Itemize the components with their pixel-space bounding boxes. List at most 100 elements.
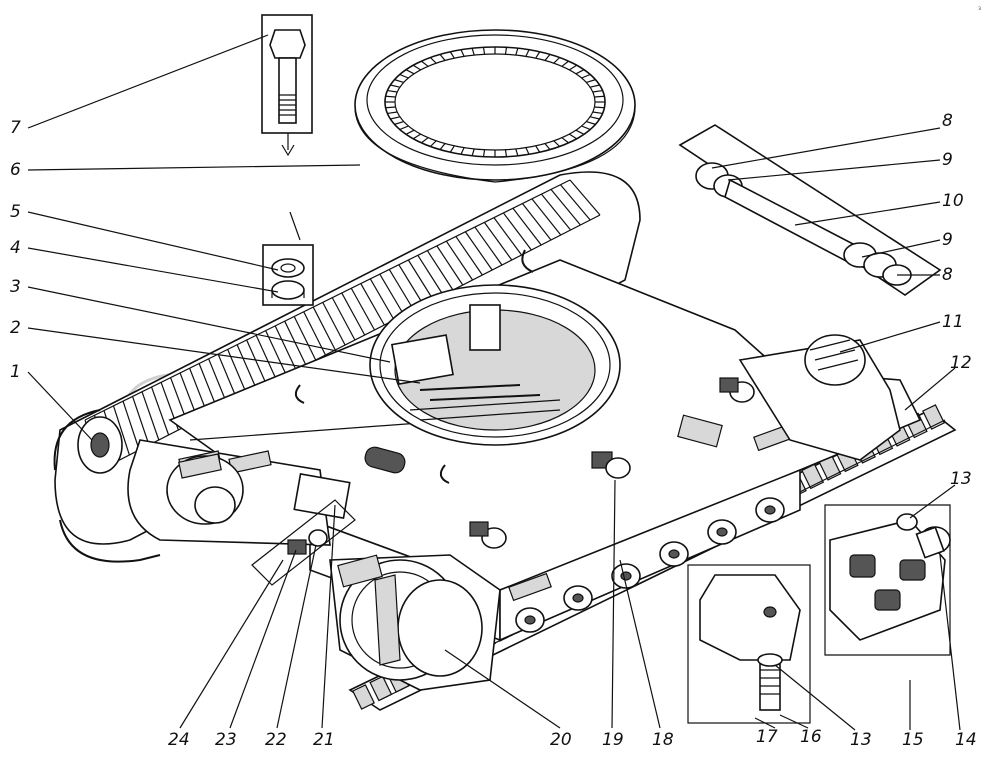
tread-line <box>512 207 542 246</box>
tread-line <box>141 391 160 441</box>
corner-mark: з <box>978 5 981 12</box>
label-13-right: 13 <box>950 469 972 489</box>
drive-hub <box>397 579 483 677</box>
gear-tooth <box>575 69 585 75</box>
label-18: 18 <box>652 730 674 750</box>
gear-tooth <box>535 51 541 59</box>
label-10: 10 <box>942 191 964 211</box>
gear-tooth <box>589 116 600 120</box>
tread-line <box>483 222 513 261</box>
tread-line <box>407 259 434 301</box>
label-9-upper: 9 <box>942 150 953 170</box>
track-tensioner <box>738 334 901 461</box>
tension-shaft-assembly <box>678 124 942 296</box>
track-rollers <box>515 497 785 633</box>
roller-hub <box>716 527 728 537</box>
gear-tooth <box>449 51 455 59</box>
roller-hub <box>524 615 536 625</box>
gear-tooth <box>568 64 578 71</box>
gear-tooth <box>405 129 415 135</box>
label-9-lower: 9 <box>942 230 953 250</box>
label-4: 4 <box>10 238 21 258</box>
roller-hub <box>620 571 632 581</box>
gear-tooth <box>412 64 422 71</box>
label-6: 6 <box>10 160 21 180</box>
gear-tooth <box>394 120 404 125</box>
gear-tooth <box>412 133 422 140</box>
tread-line <box>331 297 356 341</box>
gear-tooth <box>439 143 446 151</box>
tread-line <box>493 217 523 256</box>
gear-tooth <box>471 148 475 156</box>
gear-tooth <box>421 60 429 67</box>
label-11: 11 <box>942 312 964 332</box>
tread-line <box>312 306 336 351</box>
gear-tooth <box>429 140 437 147</box>
gear-tooth <box>568 133 578 140</box>
gear-tooth <box>515 148 519 156</box>
roller-hub <box>764 505 776 515</box>
left-track-treads <box>84 179 601 471</box>
gear-tooth <box>504 149 508 157</box>
label-14: 14 <box>955 730 977 750</box>
gear-tooth <box>535 145 541 153</box>
label-21: 21 <box>313 730 335 750</box>
gear-tooth <box>385 95 396 98</box>
gear-tooth <box>581 73 591 79</box>
gear-tooth <box>387 111 398 115</box>
tread-line <box>293 316 317 361</box>
label-7: 7 <box>10 118 21 138</box>
leader-lines <box>27 34 961 731</box>
gear-tooth <box>594 106 605 109</box>
gear-tooth <box>390 84 401 88</box>
tread-line <box>502 212 532 251</box>
tread-line <box>112 405 130 456</box>
tread-line <box>341 292 366 336</box>
gear-tooth <box>405 69 415 75</box>
tread-line <box>369 278 395 321</box>
tread-line <box>455 236 483 276</box>
slewing-ring <box>354 29 636 183</box>
gear-tooth <box>586 79 596 84</box>
gear-tooth <box>589 84 600 88</box>
gear-tooth <box>399 73 409 79</box>
bolt-7 <box>261 14 313 157</box>
gear-tooth <box>449 145 455 153</box>
gear-tooth <box>525 147 530 155</box>
gear-tooth <box>515 48 519 56</box>
tread-line <box>236 344 258 391</box>
gear-tooth <box>561 137 569 144</box>
tread-line <box>388 269 415 311</box>
tread-line <box>474 226 503 266</box>
gear-tooth <box>482 47 486 55</box>
tread-line <box>265 330 287 376</box>
roller-hub <box>572 593 584 603</box>
tread-line <box>569 179 601 216</box>
tread-line <box>151 386 170 436</box>
gear-tooth <box>581 125 591 131</box>
tread-line <box>350 287 376 331</box>
track-shoe <box>352 684 376 710</box>
gear-tooth <box>429 57 437 64</box>
track-frame <box>127 249 922 642</box>
tread-line <box>550 189 581 226</box>
tread-line <box>284 320 307 366</box>
gear-tooth <box>421 137 429 144</box>
gear-tooth <box>460 147 465 155</box>
track-shoe-detail <box>824 504 951 656</box>
label-1: 1 <box>10 362 21 382</box>
tread-line <box>360 283 385 326</box>
gear-tooth <box>471 48 475 56</box>
side-bolt-upper <box>719 377 755 403</box>
tread-line <box>322 302 346 346</box>
label-23: 23 <box>215 730 237 750</box>
gear-tooth <box>385 106 396 109</box>
tread-line <box>274 325 297 371</box>
tread-line <box>255 335 278 381</box>
tread-line <box>464 231 493 271</box>
cover-plate-and-bolt <box>251 473 356 586</box>
label-15: 15 <box>902 730 924 750</box>
label-13-bottom: 13 <box>850 730 872 750</box>
